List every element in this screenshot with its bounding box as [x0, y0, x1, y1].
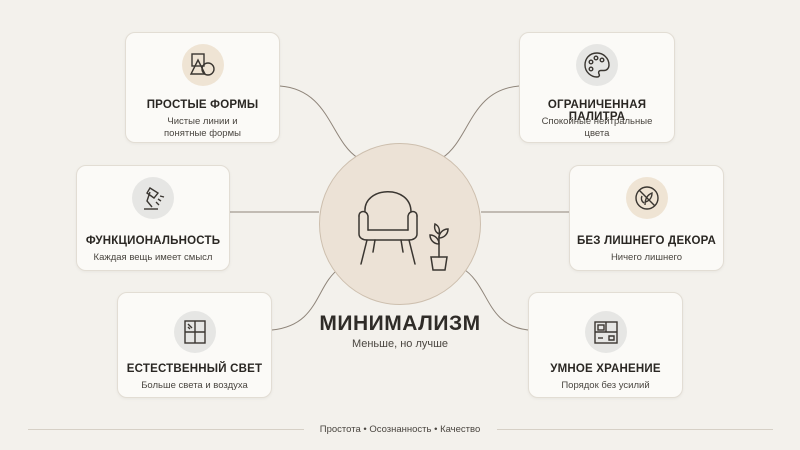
- card-title: ОГРАНИЧЕННАЯ ПАЛИТРА: [547, 99, 647, 123]
- palette-icon: [576, 44, 618, 86]
- card-description: Ничего лишнего: [610, 252, 683, 263]
- main-title: МИНИМАЛИЗМ: [319, 312, 481, 335]
- desk-lamp-icon: [132, 177, 174, 219]
- shapes-icon: [181, 44, 224, 86]
- card-description: Порядок без усилий: [561, 380, 650, 391]
- card-description: Чистые линии и понятные формы: [164, 116, 241, 139]
- card-no-decor: БЕЗ ЛИШНЕГО ДЕКОРА Ничего лишнего: [569, 165, 724, 271]
- center-circle: [319, 143, 481, 305]
- no-decor-icon: [625, 177, 668, 219]
- card-description: Больше света и воздуха: [141, 380, 248, 391]
- card-natural-light: ЕСТЕСТВЕННЫЙ СВЕТ Больше света и воздуха: [117, 292, 272, 398]
- card-title: УМНОЕ ХРАНЕНИЕ: [550, 363, 661, 375]
- card-limited-palette: ОГРАНИЧЕННАЯ ПАЛИТРА Спокойные нейтральн…: [519, 32, 675, 143]
- storage-cabinet-icon: [584, 311, 627, 353]
- connector-limited-palette: [441, 85, 520, 159]
- card-simple-forms: ПРОСТЫЕ ФОРМЫ Чистые линии и понятные фо…: [125, 32, 280, 143]
- card-smart-storage: УМНОЕ ХРАНЕНИЕ Порядок без усилий: [528, 292, 683, 398]
- card-title: ФУНКЦИОНАЛЬНОСТЬ: [85, 235, 221, 247]
- armchair-with-plant-icon: [358, 191, 449, 271]
- window-icon: [173, 311, 216, 353]
- connector-natural-light: [271, 267, 341, 331]
- card-title: ПРОСТЫЕ ФОРМЫ: [146, 99, 259, 111]
- card-title: ЕСТЕСТВЕННЫЙ СВЕТ: [126, 363, 263, 375]
- main-subtitle: Меньше, но лучше: [351, 338, 449, 350]
- card-functionality: ФУНКЦИОНАЛЬНОСТЬ Каждая вещь имеет смысл: [76, 165, 230, 271]
- card-description: Спокойные нейтральные цвета: [541, 116, 653, 139]
- connector-smart-storage: [461, 267, 529, 331]
- card-title: БЕЗ ЛИШНЕГО ДЕКОРА: [576, 235, 717, 247]
- footer-divider-left: [28, 429, 304, 430]
- card-description: Каждая вещь имеет смысл: [93, 252, 213, 263]
- footer-tagline: Простота • Осознанность • Качество: [319, 424, 481, 435]
- connector-simple-forms: [279, 85, 359, 159]
- footer-divider-right: [497, 429, 773, 430]
